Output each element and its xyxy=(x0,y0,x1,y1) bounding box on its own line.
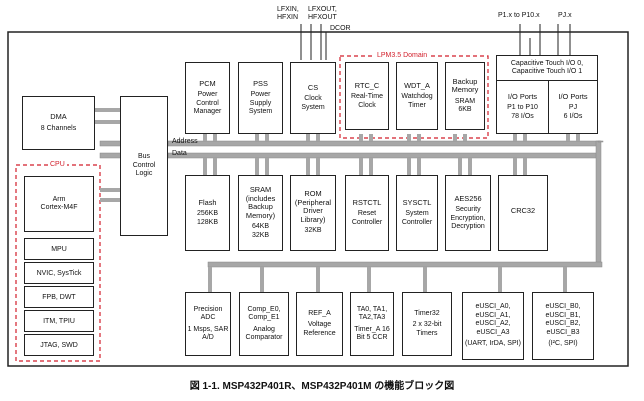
cs-block: CS Clock System xyxy=(290,62,336,134)
dma-subtitle: 8 Channels xyxy=(40,124,77,132)
dma-links xyxy=(95,108,120,202)
address-label: Address xyxy=(172,138,198,145)
dma-title: DMA xyxy=(50,112,67,121)
eusci-a-sub: (UART, IrDA, SPI) xyxy=(465,340,521,348)
ref-block: REF_A Voltage Reference xyxy=(296,292,343,356)
p1-p10-label: P1.x to P10.x xyxy=(498,12,540,19)
cpu-label: CPU xyxy=(48,161,67,168)
aes256-title: AES256 xyxy=(454,193,482,203)
flash-sub: 256KB 128KB xyxy=(196,210,219,226)
ref-sub: Voltage Reference xyxy=(303,321,336,337)
aes256-sub: Security Encryption, Decryption xyxy=(450,206,486,230)
timer32-block: Timer32 2 x 32-bit Timers xyxy=(402,292,452,356)
captouch-block: Capacitive Touch I/O 0, Capacitive Touch… xyxy=(496,55,598,81)
pss-block: PSS Power Supply System xyxy=(238,62,283,134)
backup-memory-title: Backup Memory xyxy=(451,76,479,94)
crc32-block: CRC32 xyxy=(498,175,548,251)
sram-title: SRAM (includes Backup Memory) xyxy=(245,185,276,220)
rstctl-title: RSTCTL xyxy=(352,197,382,207)
io1-title: I/O Ports xyxy=(507,91,538,101)
pss-title: PSS xyxy=(253,78,268,88)
dma-block: DMA 8 Channels xyxy=(22,96,95,150)
timer-a-block: TA0, TA1, TA2,TA3 Timer_A 16 Bit 5 CCR xyxy=(350,292,394,356)
pj-label: PJ.x xyxy=(558,12,572,19)
crc32-title: CRC32 xyxy=(510,206,536,216)
rtc-sub: Real-Time Clock xyxy=(350,93,384,109)
timer-a-title: TA0, TA1, TA2,TA3 xyxy=(356,305,388,322)
eusci-a-block: eUSCI_A0, eUSCI_A1, eUSCI_A2, eUSCI_A3 (… xyxy=(462,292,524,360)
sysctl-block: SYSCTL System Controller xyxy=(396,175,438,251)
rtc-title: RTC_C xyxy=(354,80,380,90)
eusci-b-sub: (I²C, SPI) xyxy=(548,340,578,348)
sram-block: SRAM (includes Backup Memory) 64KB 32KB xyxy=(238,175,283,251)
eusci-b-title: eUSCI_B0, eUSCI_B1, eUSCI_B2, eUSCI_B3 xyxy=(545,303,581,336)
chip-outline xyxy=(7,31,629,367)
captouch-label: Capacitive Touch I/O 0, Capacitive Touch… xyxy=(510,59,584,76)
arm-core-block: Arm Cortex-M4F xyxy=(24,176,94,232)
pss-sub: Power Supply System xyxy=(248,91,273,115)
adc-sub: 1 Msps, SAR A/D xyxy=(187,325,229,342)
wdt-block: WDT_A Watchdog Timer xyxy=(396,62,438,130)
eusci-b-block: eUSCI_B0, eUSCI_B1, eUSCI_B2, eUSCI_B3 (… xyxy=(532,292,594,360)
aes256-block: AES256 Security Encryption, Decryption xyxy=(445,175,491,251)
data-label: Data xyxy=(172,150,187,157)
lpm-domain-label: LPM3.5 Domain xyxy=(375,52,430,59)
clock-pins xyxy=(300,24,571,60)
timer32-sub: 2 x 32-bit Timers xyxy=(412,321,442,337)
ref-title: REF_A xyxy=(308,309,331,317)
rom-title: ROM (Peripheral Driver Library) xyxy=(294,189,332,224)
comp-block: Comp_E0, Comp_E1 Analog Comparator xyxy=(239,292,289,356)
rtc-block: RTC_C Real-Time Clock xyxy=(345,62,389,130)
rom-sub: 32KB xyxy=(304,227,322,235)
sram-sub: 64KB 32KB xyxy=(251,223,270,239)
timer-a-sub: Timer_A 16 Bit 5 CCR xyxy=(354,325,390,342)
figure-caption: 図 1-1. MSP432P401R、MSP432P401M の機能ブロック図 xyxy=(189,381,455,392)
adc-block: Precision ADC 1 Msps, SAR A/D xyxy=(185,292,231,356)
eusci-a-title: eUSCI_A0, eUSCI_A1, eUSCI_A2, eUSCI_A3 xyxy=(475,303,511,336)
bus-control-title: Bus Control Logic xyxy=(132,153,156,178)
io1-sub: P1 to P10 78 I/Os xyxy=(507,104,538,120)
pcm-block: PCM Power Control Manager xyxy=(185,62,230,134)
rstctl-sub: Reset Controller xyxy=(351,210,383,226)
timer32-title: Timer32 xyxy=(414,309,440,317)
bus-drops xyxy=(203,134,580,292)
cs-title: CS xyxy=(307,82,319,92)
backup-memory-block: Backup Memory SRAM 6KB xyxy=(445,62,485,130)
lfxin-label: LFXIN, HFXIN xyxy=(277,6,299,21)
sysctl-sub: System Controller xyxy=(401,210,433,226)
rom-block: ROM (Peripheral Driver Library) 32KB xyxy=(290,175,336,251)
pcm-title: PCM xyxy=(199,78,216,88)
cs-sub: Clock System xyxy=(301,95,325,111)
backup-memory-sub: SRAM 6KB xyxy=(454,97,476,114)
adc-title: Precision ADC xyxy=(193,305,223,322)
nvic-cell: NVIC, SysTick xyxy=(24,262,94,284)
flash-block: Flash 256KB 128KB xyxy=(185,175,230,251)
mpu-cell: MPU xyxy=(24,238,94,260)
itm-cell: ITM, TPIU xyxy=(24,310,94,332)
bus-control-block: Bus Control Logic xyxy=(120,96,168,236)
jtag-cell: JTAG, SWD xyxy=(24,334,94,356)
comp-title: Comp_E0, Comp_E1 xyxy=(247,305,281,322)
io2-sub: PJ 6 I/Os xyxy=(563,104,583,120)
comp-sub: Analog Comparator xyxy=(245,325,283,342)
sysctl-title: SYSCTL xyxy=(402,197,432,207)
io2-title: I/O Ports xyxy=(558,91,588,101)
pcm-sub: Power Control Manager xyxy=(193,91,222,115)
wdt-title: WDT_A xyxy=(404,80,430,90)
arm-core-label: Arm Cortex-M4F xyxy=(40,195,78,212)
lfxout-label: LFXOUT, HFXOUT xyxy=(308,6,337,21)
io-ports-p1-block: I/O Ports P1 to P10 78 I/Os xyxy=(496,80,549,134)
fpb-cell: FPB, DWT xyxy=(24,286,94,308)
dcor-label: DCOR xyxy=(330,25,351,32)
io-ports-pj-block: I/O Ports PJ 6 I/Os xyxy=(548,80,598,134)
flash-title: Flash xyxy=(198,197,217,207)
rstctl-block: RSTCTL Reset Controller xyxy=(345,175,389,251)
wdt-sub: Watchdog Timer xyxy=(401,93,433,109)
